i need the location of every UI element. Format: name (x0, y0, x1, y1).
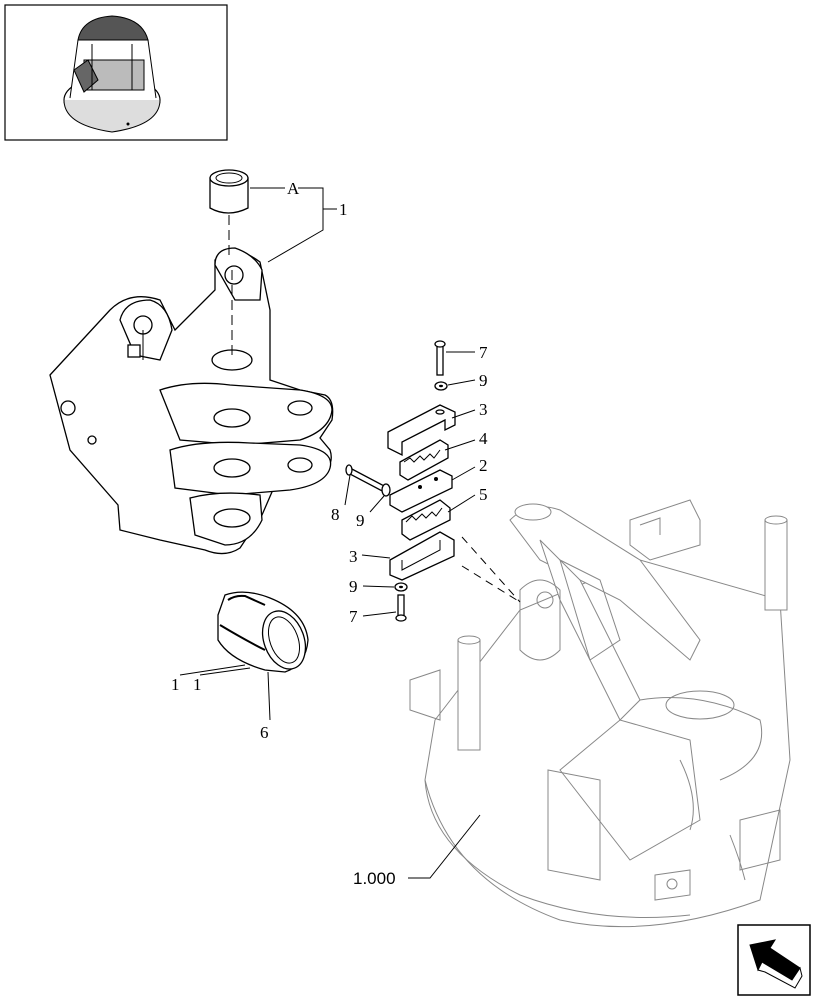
next-page-arrow-icon (749, 939, 803, 989)
machine-overview-icon (63, 15, 161, 133)
label-item-6: 6 (260, 723, 269, 742)
bolt-7-bottom (395, 594, 407, 622)
clamp-jaw-4 (399, 439, 449, 481)
clamp-top-3 (387, 404, 456, 457)
assembly-centerline-2 (461, 565, 521, 603)
label-item-1-bushing-a: 1 (171, 675, 180, 694)
label-item-2: 2 (479, 456, 488, 475)
assembly-centerline (461, 536, 521, 603)
label-item-9-top: 9 (479, 371, 488, 390)
clamp-bottom-3 (389, 531, 455, 581)
label-item-9-left: 9 (356, 511, 365, 530)
bushing-6 (217, 591, 309, 673)
label-item-4: 4 (479, 429, 488, 448)
leader-lines (179, 187, 481, 879)
label-item-3-bottom: 3 (349, 547, 358, 566)
washer-9-left (381, 483, 391, 497)
label-ref-frame: 1.000 (353, 869, 396, 888)
callout-labels: A 1 7 9 3 4 2 5 8 9 3 9 7 1 1 6 1.000 (171, 179, 488, 888)
clamp-plate-2 (389, 469, 453, 513)
clamp-jaw-5 (401, 499, 451, 541)
label-item-8: 8 (331, 505, 340, 524)
label-item-1-top: 1 (339, 200, 348, 219)
label-item-5: 5 (479, 485, 488, 504)
upper-frame-structure (409, 499, 791, 928)
swing-bracket (49, 247, 334, 555)
label-item-9-bottom: 9 (349, 577, 358, 596)
label-item-1-bushing-b: 1 (193, 675, 202, 694)
washer-9-bottom (394, 582, 408, 592)
overview-thumbnail (4, 4, 228, 141)
next-page-button[interactable] (737, 924, 811, 996)
washer-9-top (434, 381, 448, 391)
bolt-7-top (434, 340, 446, 376)
label-item-3-top: 3 (479, 400, 488, 419)
label-ref-a: A (287, 179, 300, 198)
label-item-7-bottom: 7 (349, 607, 358, 626)
bushing-a (209, 169, 249, 214)
label-item-7-top: 7 (479, 343, 488, 362)
